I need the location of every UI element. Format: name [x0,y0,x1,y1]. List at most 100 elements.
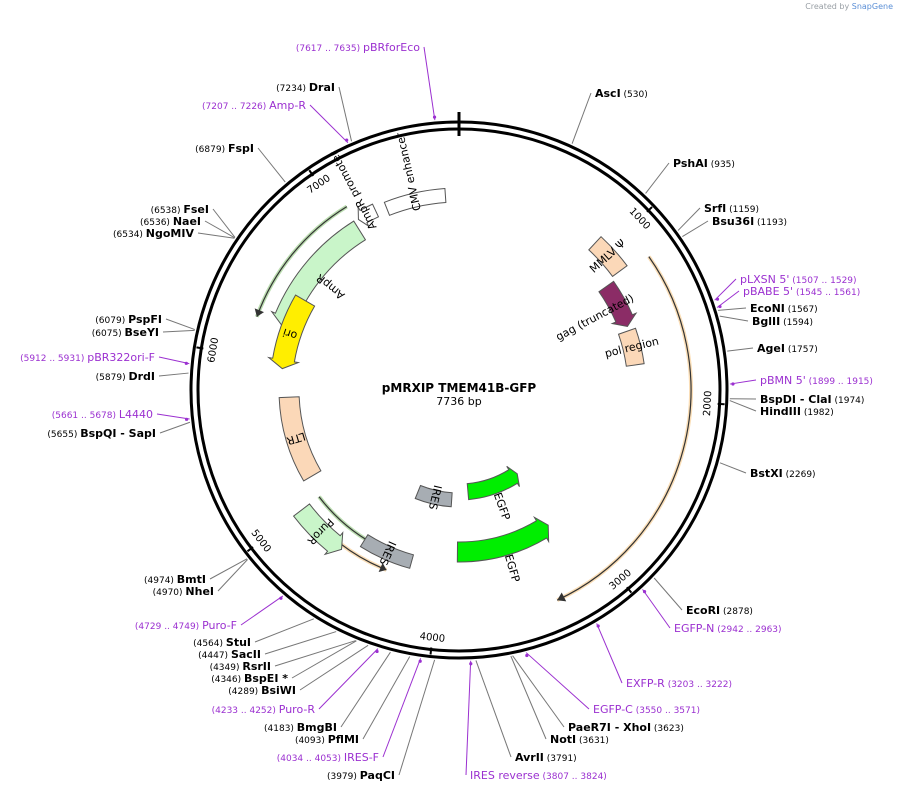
label-leader [158,356,190,365]
feature-gag-truncated- [598,280,638,328]
label-leader [274,640,356,667]
site-label: (5661 .. 5678) L4440 [52,408,153,421]
label-leader [204,220,235,239]
site-label: (5879) DrdI [96,370,155,383]
primer-mark [279,596,283,600]
primer-mark [375,649,379,654]
site-label: (6538) FseI [151,203,209,216]
primer-mark [432,115,437,119]
site-label: (3979) PaqCI [327,769,395,782]
site-label: PshAI (935) [673,157,735,170]
primer-mark [525,653,529,658]
tick-mark [196,346,204,350]
feature-ampr-promoter [357,203,380,227]
site-label: pBABE 5' (1545 .. 1561) [743,285,860,298]
tick-mark [308,169,315,177]
label-leader [571,92,592,144]
site-label: AscI (530) [595,87,648,100]
feature-ires [359,534,415,569]
label-leader [162,329,195,333]
primer-mark [718,304,722,309]
site-label: IRES reverse (3807 .. 3824) [470,769,607,782]
feature-ori [266,294,316,370]
feature-label: EGFP [502,553,523,584]
site-label: PaeR7I - XhoI (3623) [568,721,684,734]
site-label: HindIII (1982) [760,405,834,418]
feature-label: LTR [285,430,307,448]
site-label: (5912 .. 5931) pBR322ori-F [20,351,155,364]
label-leader [257,147,286,183]
site-label: BglII (1594) [752,315,813,328]
label-leader [510,655,547,740]
label-leader [727,347,754,352]
primer-mark [469,662,473,666]
orf-line [256,206,348,317]
label-leader [338,86,353,142]
label-leader [291,640,357,679]
label-leader [423,46,436,121]
label-leader [719,462,747,474]
feature-ampr [270,220,367,327]
site-labels: AscI (530) PshAI (935) SrfI (1159)Bsu36I (… [20,41,873,782]
feature-label: IRES [426,484,444,511]
site-label: pLXSN 5' (1507 .. 1529) [740,273,857,286]
orf-head [254,308,264,317]
primer-mark [345,138,349,142]
site-label: (6536) NaeI [140,215,201,228]
label-leader [596,623,623,684]
label-leader [156,413,190,420]
site-label: (4233 .. 4252) Puro-R [212,703,316,716]
label-leader [382,658,422,758]
tick-label: 2000 [702,390,714,416]
site-label: SrfI (1159) [704,202,759,215]
orf-head [557,592,567,602]
label-leader [714,278,737,301]
site-label: (4729 .. 4749) Puro-F [135,619,237,632]
label-leader [719,315,749,322]
label-leader [309,104,349,144]
label-leader [158,372,189,377]
site-label: AgeI (1757) [757,342,818,355]
site-label: (4974) BmtI [144,573,206,586]
label-leader [398,659,436,776]
primer-mark [184,417,189,421]
label-leader [729,400,757,412]
feature-label: AmpR [313,271,347,302]
site-label: EcoRI (2878) [686,604,753,617]
label-leader [465,660,472,776]
plasmid-name: pMRXIP TMEM41B-GFP [382,381,537,395]
site-label: EXFP-R (3203 .. 3222) [626,677,732,690]
label-leader [340,651,391,728]
label-leader [197,232,235,239]
label-leader [475,660,512,758]
primer-mark [715,297,720,301]
tick-mark [626,586,633,594]
label-leader [264,631,337,655]
feature-cmv-enhancer [383,187,447,216]
credit-prefix: Created by [805,2,850,11]
site-label: pBMN 5' (1899 .. 1915) [760,374,873,387]
label-leader [254,618,315,643]
primer-mark [418,659,422,663]
feature-label: ori [281,325,299,342]
feature-label: EGFP [491,491,513,523]
orf-line [556,256,692,601]
label-leader [512,655,565,728]
primer-mark [596,624,600,628]
site-label: (7617 .. 7635) pBRforEco [296,41,420,54]
site-label: (4093) PflMI [295,733,359,746]
site-label: NotI (3631) [550,733,609,746]
site-label: Bsu36I (1193) [712,215,787,228]
site-label: (4034 .. 4053) IRES-F [277,751,379,764]
site-label: (6079) PspFI [95,313,162,326]
feature-label: AmpR promoter [327,148,379,232]
label-leader [645,162,670,194]
orf-head [378,562,387,573]
label-leader [165,318,196,331]
label-leader [362,656,411,740]
label-leader [642,589,671,629]
site-label: (6534) NgoMIV [113,227,194,240]
feature-ires [414,484,453,508]
label-leader [217,559,248,592]
